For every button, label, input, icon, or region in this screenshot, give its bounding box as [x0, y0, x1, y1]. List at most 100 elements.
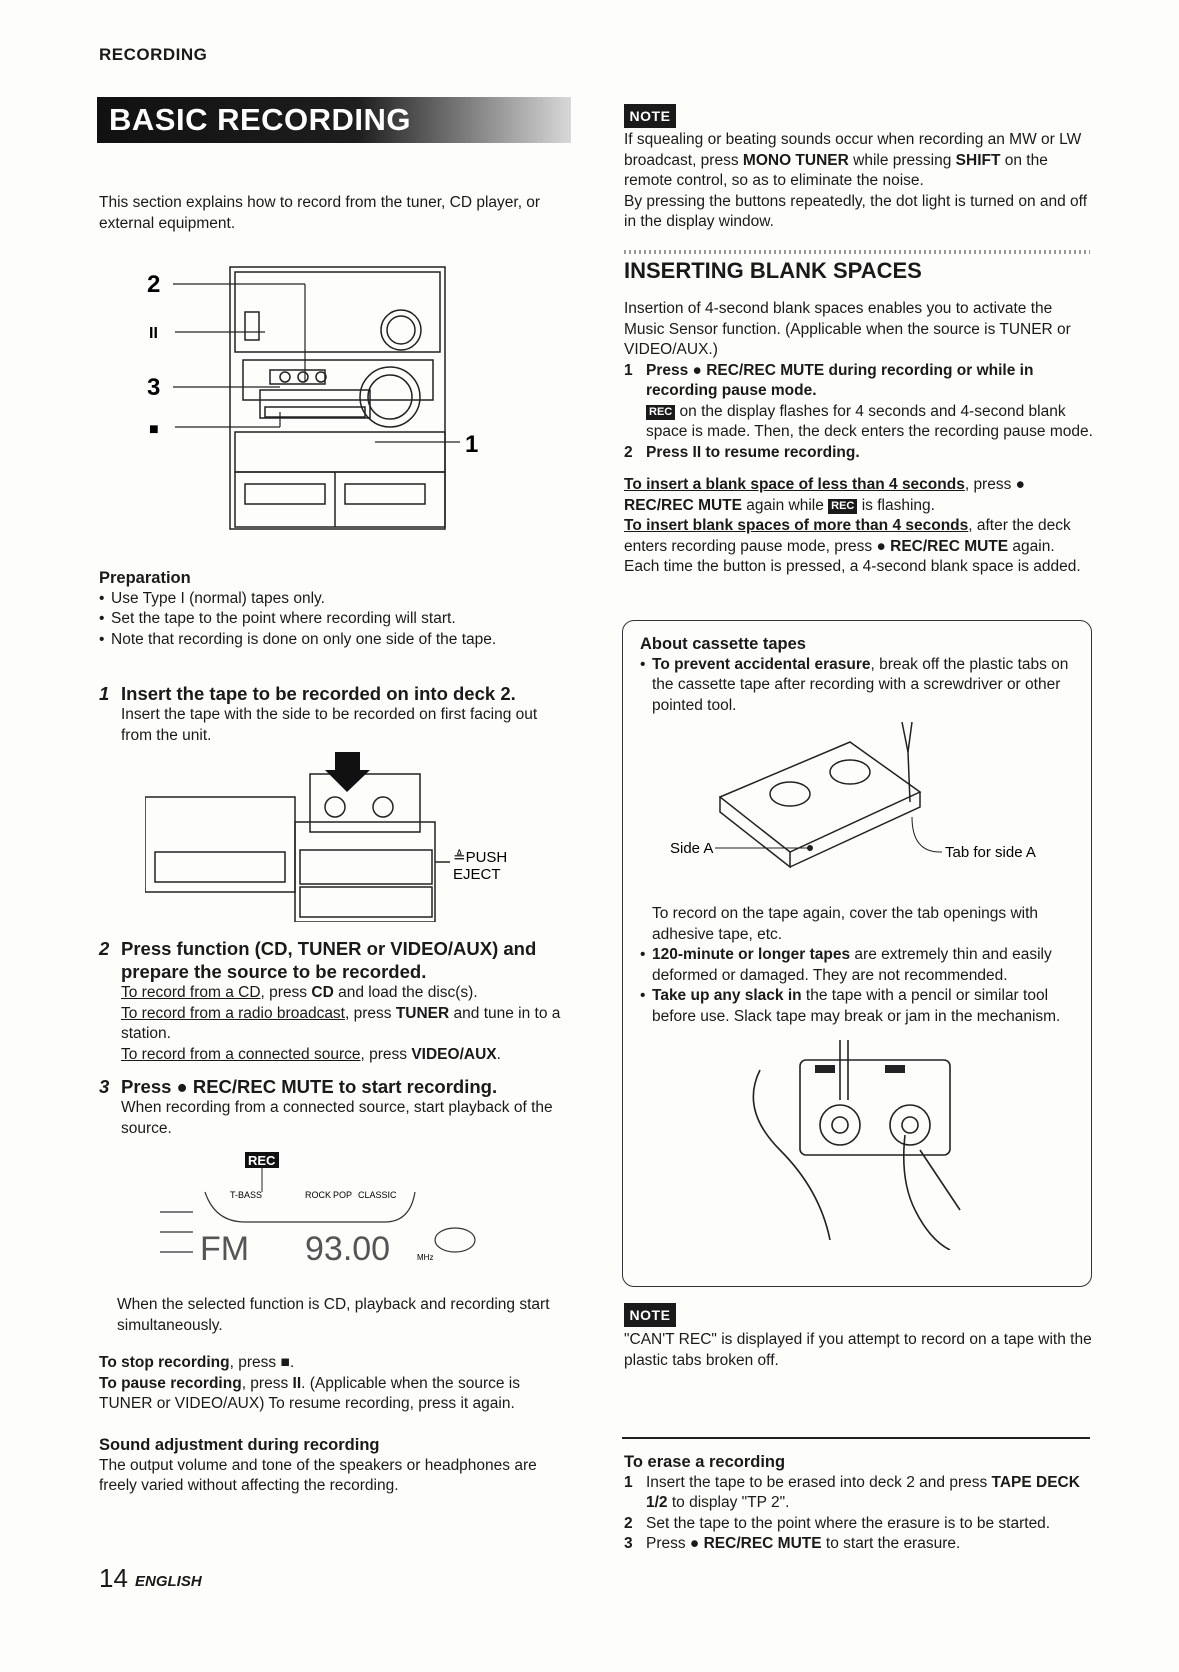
text: Press ● — [646, 1535, 704, 1552]
band-readout: FM — [200, 1230, 249, 1268]
text: again while — [741, 496, 829, 514]
erase-section: To erase a recording 1 Insert the tape to… — [624, 1452, 1094, 1555]
after-display-text: When the selected function is CD, playba… — [117, 1296, 550, 1334]
page-title: BASIC RECORDING — [97, 97, 571, 143]
text: while pressing — [848, 151, 956, 169]
cover-text: To record on the tape again, cover the t… — [652, 905, 1039, 943]
step-3-text: When recording from a connected source, … — [121, 1099, 553, 1137]
source-link-text: To record from a connected source — [121, 1045, 361, 1063]
page-number: 14 — [99, 1563, 128, 1593]
stop-pause: To stop recording, press ■. To pause rec… — [99, 1353, 569, 1415]
preparation-heading: Preparation — [99, 569, 191, 587]
step-1-title: Insert the tape to be recorded on into d… — [121, 683, 516, 704]
cassette-info: About cassette tapes To prevent accident… — [640, 634, 1078, 716]
text: to start the erasure. — [821, 1535, 961, 1552]
label-2: 2 — [147, 271, 160, 298]
pencil-slack-diagram — [752, 1040, 961, 1250]
push-label: ≜PUSH — [453, 849, 507, 866]
key-tuner: TUNER — [395, 1004, 450, 1022]
less-than-4s-heading: To insert a blank space of less than 4 s… — [624, 476, 965, 493]
preparation-item: Use Type I (normal) tapes only. — [99, 589, 569, 610]
blank-step-1-title: Press ● REC/REC MUTE during recording or… — [646, 361, 1034, 400]
divider — [622, 1437, 1090, 1439]
tab-a-label: Tab for side A — [945, 844, 1036, 861]
blank-intro: Insertion of 4-second blank spaces enabl… — [624, 300, 1071, 358]
step-number: 2 — [624, 443, 633, 461]
text: . — [496, 1045, 501, 1063]
key-rec-mute: REC/REC MUTE — [890, 537, 1009, 555]
eject-label: EJECT — [453, 866, 501, 883]
text: , break off the plastic tabs on the cass… — [652, 655, 1069, 714]
text: to display "TP 2". — [667, 1494, 790, 1511]
key-rec-mute: REC/REC MUTE — [703, 1535, 822, 1552]
divider — [624, 250, 1090, 254]
text: . (Applicable when the source is TUNER o… — [99, 1374, 520, 1413]
text: , press — [345, 1004, 396, 1022]
rec-indicator: REC — [828, 498, 858, 514]
note-badge: NOTE — [624, 1303, 676, 1327]
blank-spaces-section: Insertion of 4-second blank spaces enabl… — [624, 299, 1094, 578]
display-diagram: REC T-BASS ROCK POP CLASSIC FM 93.00 MHz — [160, 1152, 476, 1268]
preparation-item: Note that recording is done on only one … — [99, 630, 569, 651]
note-badge: NOTE — [624, 104, 676, 128]
sound-adjustment: Sound adjustment during recording The ou… — [99, 1435, 569, 1497]
blank-step-2-title: Press II to resume recording. — [646, 443, 860, 461]
step-number: 2 — [99, 938, 110, 959]
pause-label: To pause recording — [99, 1374, 242, 1392]
bold-text: To prevent accidental erasure — [652, 655, 871, 673]
sound-heading: Sound adjustment during recording — [99, 1436, 380, 1454]
key-rec-mute: REC/REC MUTE — [624, 496, 742, 514]
note-2-text: "CAN'T REC" is displayed if you attempt … — [624, 1331, 1092, 1369]
text: Set the tape to the point where the eras… — [646, 1514, 1051, 1532]
key-tape-deck: TAPE DECK 1/2 — [646, 1473, 1080, 1512]
key-shift: SHIFT — [955, 151, 1001, 169]
page-language: ENGLISH — [135, 1573, 202, 1590]
cd-link-text: To record from a CD — [121, 984, 261, 1001]
text: If squealing or beating sounds occur whe… — [624, 131, 1082, 169]
tape-insert-diagram: ≜PUSH EJECT — [145, 752, 507, 922]
tbass-label: T-BASS — [230, 1190, 262, 1200]
text: again. Each time the button is pressed, … — [624, 537, 1081, 576]
preparation-item: Set the tape to the point where recordin… — [99, 609, 569, 630]
stereo-unit-diagram: 2 II 3 ■ 1 — [147, 266, 478, 530]
intro-text: This section explains how to record from… — [99, 194, 541, 232]
key-video-aux: VIDEO/AUX — [411, 1045, 497, 1063]
side-a-label: Side A — [670, 840, 713, 857]
text: the tape with a pencil or similar tool b… — [652, 987, 1061, 1025]
note-1: If squealing or beating sounds occur whe… — [624, 130, 1094, 233]
step-number: 2 — [624, 1514, 633, 1532]
blank-step-1-text: on the display flashes for 4 seconds and… — [646, 402, 1093, 441]
classic-label: CLASSIC — [358, 1190, 397, 1200]
step-number: 1 — [99, 683, 110, 704]
label-stop: ■ — [149, 421, 159, 438]
unit-label: MHz — [417, 1253, 433, 1262]
step-number: 3 — [624, 1535, 633, 1552]
text: , press — [229, 1354, 281, 1371]
label-3: 3 — [147, 374, 160, 401]
text: Insert the tape to be erased into deck 2… — [646, 1473, 992, 1491]
note-1-p2: By pressing the buttons repeatedly, the … — [624, 192, 1088, 231]
erase-heading: To erase a recording — [624, 1453, 786, 1471]
cassette-tab-diagram: Side A Tab for side A — [670, 722, 1036, 869]
cassette-info-box — [622, 620, 1092, 1287]
step-number: 1 — [624, 361, 633, 379]
step-1-text: Insert the tape with the side to be reco… — [121, 706, 538, 744]
frequency-readout: 93.00 — [305, 1230, 390, 1268]
text: , press — [260, 984, 312, 1001]
section-label: RECORDING — [99, 45, 208, 64]
step-2: 2 Press function (CD, TUNER or VIDEO/AUX)… — [99, 937, 569, 1065]
step-number: 1 — [624, 1473, 633, 1491]
cassette-heading: About cassette tapes — [640, 635, 806, 653]
blank-spaces-heading: INSERTING BLANK SPACES — [624, 258, 922, 283]
text: , press — [360, 1045, 412, 1063]
rock-label: ROCK — [305, 1190, 331, 1200]
rec-indicator: REC — [248, 1153, 276, 1168]
text: is flashing. — [857, 496, 935, 514]
bold-text: 120-minute or longer tapes — [652, 946, 851, 963]
radio-link-text: To record from a radio broadcast — [121, 1004, 345, 1022]
cassette-info-2: To record on the tape again, cover the t… — [640, 904, 1070, 1027]
text: and load the disc(s). — [333, 984, 478, 1001]
step-2-title: Press function (CD, TUNER or VIDEO/AUX) … — [121, 938, 537, 982]
text: , after the deck enters recording pause … — [624, 517, 1071, 555]
